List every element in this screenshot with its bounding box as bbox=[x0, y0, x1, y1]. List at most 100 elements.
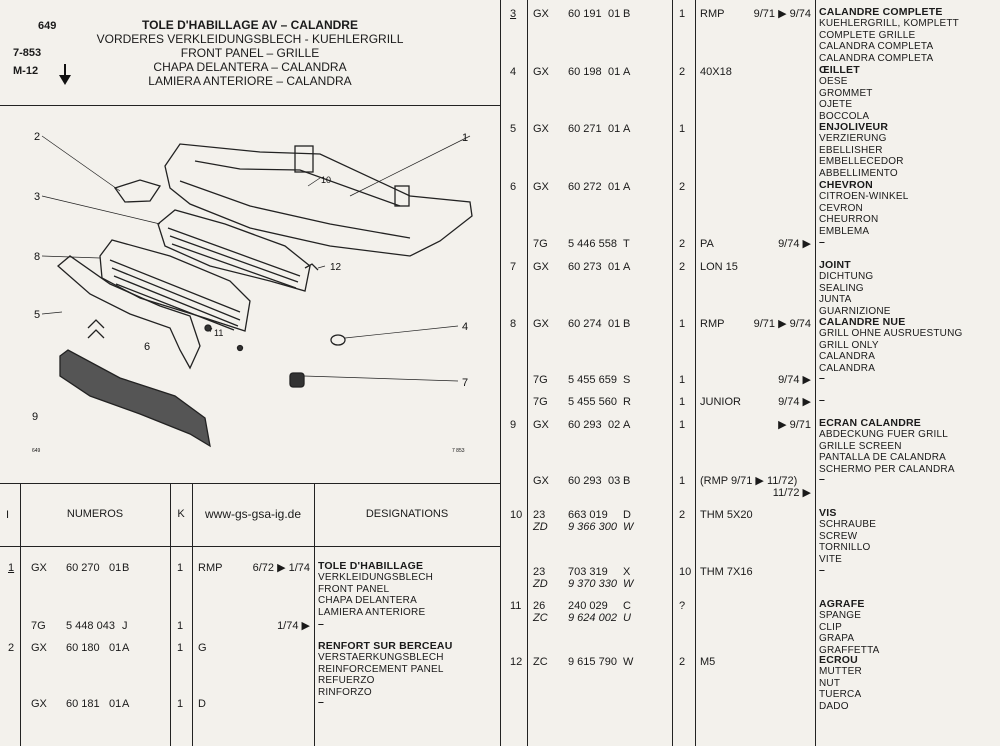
right-col-cond-line bbox=[695, 0, 696, 746]
part-suffix: 01 bbox=[608, 123, 621, 135]
callout-10: 10 bbox=[321, 175, 331, 185]
designation-main: CHEVRON bbox=[819, 179, 873, 191]
part-suffix: 01 bbox=[608, 181, 621, 193]
designation-translation: GRILL OHNE AUSRUESTUNG bbox=[819, 328, 963, 340]
condition: RMP bbox=[198, 562, 223, 574]
designation-main: – bbox=[318, 618, 325, 630]
page-number: 649 bbox=[38, 20, 57, 32]
item-number: 2 bbox=[8, 642, 15, 654]
designation-translation: VERKLEIDUNGSBLECH bbox=[318, 572, 434, 584]
part-letter: A bbox=[122, 698, 130, 710]
designation-translation: EMBELLECEDOR bbox=[819, 156, 904, 168]
part-suffix: 01 bbox=[109, 698, 122, 710]
part-prefix: GX bbox=[533, 123, 549, 135]
designation-translation: GUARNIZIONE bbox=[819, 305, 891, 317]
designation-main: VIS bbox=[819, 507, 837, 519]
col-header-numeros: NUMEROS bbox=[66, 508, 124, 520]
part-number: 5 455 659 bbox=[568, 374, 617, 386]
date-range: 9/71 ▶ 9/74 bbox=[753, 8, 811, 20]
date-range: 6/72 ▶ 1/74 bbox=[252, 562, 310, 574]
part-prefix: GX bbox=[533, 475, 549, 487]
designation-translation: SCREW bbox=[819, 530, 858, 542]
quantity: 2 bbox=[679, 656, 686, 668]
condition: 40X18 bbox=[700, 66, 732, 78]
sealing-part bbox=[289, 372, 305, 388]
item-number: 3 bbox=[510, 8, 517, 20]
table-header-bottom-line bbox=[0, 546, 500, 547]
part-suffix: 01 bbox=[608, 261, 621, 273]
date-range: 11/72 ▶ bbox=[772, 487, 811, 499]
col-header-website: www-gs-gsa-ig.de bbox=[204, 507, 302, 521]
part-prefix: 7G bbox=[533, 374, 548, 386]
part-suffix: 03 bbox=[608, 475, 621, 487]
part-prefix: GX bbox=[533, 419, 549, 431]
part-prefix: 23 bbox=[533, 509, 546, 521]
part-letter: A bbox=[623, 261, 631, 273]
part-prefix: GX bbox=[533, 66, 549, 78]
designation-translation: CALANDRA COMPLETA bbox=[819, 41, 934, 53]
left-col-site-line bbox=[192, 483, 193, 746]
designation-main: CALANDRE COMPLETE bbox=[819, 6, 943, 18]
designation-translation: MUTTER bbox=[819, 666, 862, 678]
part-number: 60 270 bbox=[66, 562, 100, 574]
diagram-footer-left: 649 bbox=[32, 448, 41, 454]
right-col-desc-line bbox=[815, 0, 816, 746]
quantity: 1 bbox=[679, 318, 686, 330]
condition: THM 7X16 bbox=[700, 566, 753, 578]
designation-translation: LAMIERA ANTERIORE bbox=[318, 606, 426, 618]
designation-translation: SEALING bbox=[819, 282, 864, 294]
designation-translation: GRILL ONLY bbox=[819, 339, 879, 351]
part-letter: J bbox=[122, 620, 128, 632]
designation-translation: ABDECKUNG FUER GRILL bbox=[819, 429, 949, 441]
date-range: 9/74 ▶ bbox=[778, 374, 811, 386]
center-divider bbox=[500, 0, 501, 746]
part-number: 60 271 bbox=[568, 123, 602, 135]
condition: THM 5X20 bbox=[700, 509, 753, 521]
part-letter: S bbox=[623, 374, 631, 386]
part-letter: T bbox=[623, 238, 630, 250]
part-prefix: GX bbox=[533, 261, 549, 273]
part-number: 60 198 bbox=[568, 66, 602, 78]
part-letter: A bbox=[623, 181, 631, 193]
condition: G bbox=[198, 642, 207, 654]
part-number: 5 455 560 bbox=[568, 396, 617, 408]
designation-translation: GRILLE SCREEN bbox=[819, 440, 902, 452]
part-letter: D bbox=[623, 509, 631, 521]
part-number: 5 448 043 bbox=[66, 620, 115, 632]
designation-main: – bbox=[819, 564, 826, 576]
quantity: 1 bbox=[679, 123, 686, 135]
designation-translation: COMPLETE GRILLE bbox=[819, 29, 916, 41]
part-letter: A bbox=[623, 419, 631, 431]
part-letter: B bbox=[623, 318, 631, 330]
part-prefix: 23 bbox=[533, 566, 546, 578]
part-suffix: 01 bbox=[109, 562, 122, 574]
part-number: 9 615 790 bbox=[568, 656, 617, 668]
reinforcement-part bbox=[113, 179, 162, 203]
part-prefix: GX bbox=[533, 181, 549, 193]
alt-part-prefix: ZD bbox=[533, 578, 548, 590]
callout-9: 9 bbox=[32, 411, 38, 423]
designation-translation: CALANDRA COMPLETA bbox=[819, 52, 934, 64]
part-letter: A bbox=[122, 642, 130, 654]
designation-block: – bbox=[819, 473, 825, 485]
designation-translation: OESE bbox=[819, 76, 848, 88]
designation-translation: VITE bbox=[819, 553, 843, 565]
part-letter: B bbox=[623, 475, 631, 487]
model-code: M-12 bbox=[13, 65, 39, 77]
item-number: 1 bbox=[8, 562, 15, 574]
designation-block: – bbox=[318, 618, 325, 630]
date-range: 1/74 ▶ bbox=[277, 620, 310, 632]
part-number: 60 180 bbox=[66, 642, 100, 654]
col-header-k: K bbox=[177, 508, 185, 520]
part-number: 663 019 bbox=[568, 509, 608, 521]
part-prefix: 7G bbox=[31, 620, 46, 632]
quantity: ? bbox=[679, 600, 686, 612]
part-suffix: 01 bbox=[608, 8, 621, 20]
designation-translation: KUEHLERGRILL, KOMPLETT bbox=[819, 18, 959, 30]
designation-main: ŒILLET bbox=[819, 64, 860, 76]
part-letter: A bbox=[623, 123, 631, 135]
condition: (RMP 9/71 ▶ 11/72) bbox=[700, 475, 798, 487]
